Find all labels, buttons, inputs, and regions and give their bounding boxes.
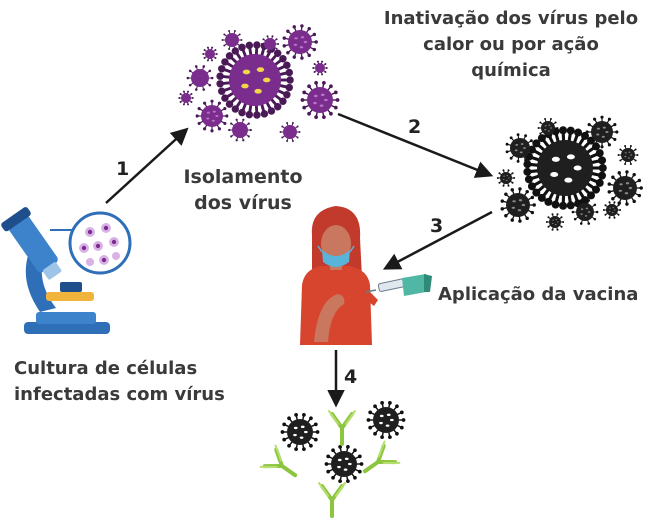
purple-virus-9 <box>312 60 328 76</box>
infected-cells-icon <box>79 223 120 266</box>
vaccinated-woman-icon <box>300 206 378 345</box>
purple-virus-8 <box>178 90 194 106</box>
purple-virus-5 <box>228 118 252 142</box>
label-cell-culture-line2: infectadas com vírus <box>14 384 225 405</box>
purple-virus-7 <box>221 30 243 50</box>
antigen-virus-0 <box>280 413 320 451</box>
arrow-step-2 <box>337 112 494 178</box>
purple-virus-0 <box>216 41 294 119</box>
label-isolation: Isolamento dos vírus <box>168 164 318 216</box>
purple-virus-1 <box>282 24 318 60</box>
label-cell-culture-line1: Cultura de células <box>14 358 198 379</box>
label-application: Aplicação da vacina <box>438 284 639 305</box>
antigen-virus-1 <box>366 401 406 439</box>
label-isolation-line1: Isolamento <box>183 166 303 188</box>
dark-virus-9 <box>496 169 516 187</box>
label-inactivation-line1: Inativação dos vírus pelo <box>383 8 639 29</box>
purple-virus-11 <box>260 35 280 53</box>
label-inactivation-line2: calor ou por ação <box>423 34 599 55</box>
dark-virus-5 <box>571 199 599 225</box>
step-number-3: 3 <box>430 215 444 237</box>
purple-virus-3 <box>195 99 229 133</box>
antigen-virus-2 <box>324 445 364 483</box>
dark-virus-4 <box>500 187 536 223</box>
label-inactivation: Inativação dos vírus pelo calor ou por a… <box>366 6 656 84</box>
purple-virus-10 <box>202 46 218 62</box>
arrow-step-3 <box>382 210 493 270</box>
step-number-2: 2 <box>408 116 422 138</box>
arrow-step-1 <box>105 127 189 204</box>
step-number-4: 4 <box>344 366 358 388</box>
purple-virus-4 <box>186 65 214 91</box>
virus-cluster-icon <box>178 24 340 142</box>
antibody-icon-0 <box>328 410 356 446</box>
dark-virus-7 <box>617 145 639 165</box>
label-isolation-line2: dos vírus <box>194 192 292 214</box>
inactivated-virus-icon <box>496 115 643 231</box>
dark-virus-6 <box>537 118 559 138</box>
immune-response <box>259 401 406 518</box>
dark-virus-2 <box>585 115 619 149</box>
dark-virus-0 <box>523 126 607 210</box>
dark-virus-1 <box>505 133 535 163</box>
purple-virus-6 <box>279 122 301 142</box>
dark-virus-8 <box>545 213 565 231</box>
antibody-icon-1 <box>259 444 298 478</box>
antibody-icon-2 <box>362 440 401 474</box>
dark-virus-3 <box>607 170 643 206</box>
purple-virus-2 <box>300 81 340 119</box>
microscope-icon <box>1 207 132 334</box>
dark-virus-10 <box>602 201 622 219</box>
antibody-icon-3 <box>318 482 346 518</box>
step-number-1: 1 <box>116 158 130 180</box>
label-inactivation-line3: química <box>471 60 551 81</box>
syringe-icon <box>365 274 432 296</box>
label-cell-culture: Cultura de células infectadas com vírus <box>14 356 225 408</box>
